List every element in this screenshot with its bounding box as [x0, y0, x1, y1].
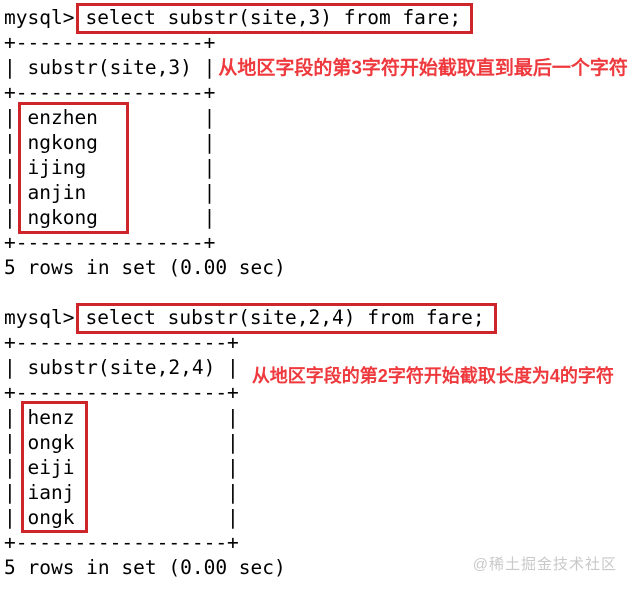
table-row: | eiji |	[4, 456, 239, 479]
prompt-line: mysql>select substr(site,3) from fare;	[4, 3, 632, 34]
mysql-prompt: mysql>	[4, 6, 75, 29]
table-border-bottom: +----------------+	[4, 231, 216, 254]
header-line: | substr(site,2,4) | 从地区字段的第2字符开始截取长度为4的字…	[4, 355, 632, 386]
table-border-mid: +----------------+	[4, 81, 216, 104]
table-row: | ongk |	[4, 506, 239, 529]
query-block-2: mysql>select substr(site,2,4) from fare;…	[4, 303, 632, 580]
query-block-1: mysql>select substr(site,3) from fare; +…	[4, 3, 632, 280]
table-row: | enzhen |	[4, 106, 216, 129]
header-line: | substr(site,3) |从地区字段的第3字符开始截取直到最后一个字符	[4, 55, 632, 80]
column-header: | substr(site,3) |	[4, 56, 216, 79]
table-row: | anjin |	[4, 181, 216, 204]
annotation-text-1: 从地区字段的第3字符开始截取直到最后一个字符	[218, 58, 628, 79]
sql-query-highlight-box: select substr(site,2,4) from fare;	[76, 303, 497, 334]
status-line: 5 rows in set (0.00 sec)	[4, 556, 286, 579]
table-border-top: +------------------+	[4, 331, 239, 354]
table-border-bottom: +------------------+	[4, 531, 239, 554]
column-header: | substr(site,2,4) |	[4, 356, 239, 379]
table-border-top: +----------------+	[4, 31, 216, 54]
annotation-text-2: 从地区字段的第2字符开始截取长度为4的字符	[251, 366, 614, 386]
table-row: | ongk |	[4, 431, 239, 454]
table-row: | ngkong |	[4, 131, 216, 154]
table-row: | henz |	[4, 406, 239, 429]
table-row: | ianj |	[4, 481, 239, 504]
table-border-mid: +------------------+	[4, 381, 239, 404]
mysql-prompt: mysql>	[4, 306, 75, 329]
sql-query-highlight-box: select substr(site,3) from fare;	[76, 3, 474, 34]
table-row: | ijing |	[4, 156, 216, 179]
watermark: @稀土掘金技术社区	[472, 556, 617, 573]
table-row: | ngkong |	[4, 206, 216, 229]
status-line: 5 rows in set (0.00 sec)	[4, 256, 286, 279]
blank-line	[4, 280, 632, 305]
prompt-line: mysql>select substr(site,2,4) from fare;	[4, 303, 632, 334]
